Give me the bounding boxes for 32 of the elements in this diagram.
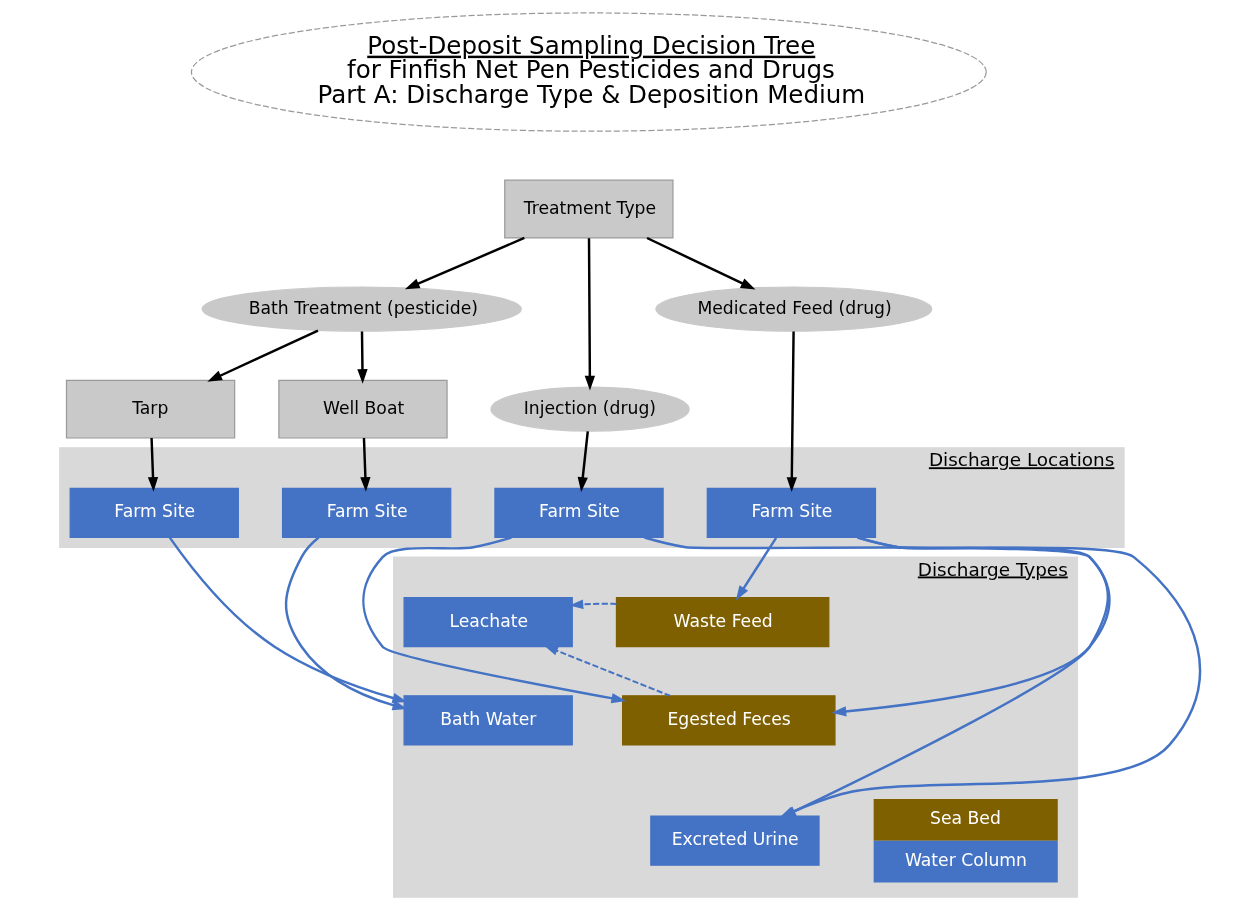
arrow: [569, 599, 618, 610]
arrow: [360, 438, 371, 492]
node-ellipse: Medicated Feed (drug): [655, 286, 933, 332]
node-box: Farm Site: [281, 487, 452, 539]
arrow: [404, 236, 525, 290]
node-box: Farm Site: [706, 487, 877, 539]
arrow: [147, 438, 159, 492]
arrow: [831, 536, 1111, 717]
arrow: [577, 431, 589, 492]
node-box: Bath Water: [403, 695, 573, 746]
node-ellipse: Bath Treatment (pesticide): [201, 286, 522, 332]
arrow: [207, 329, 319, 382]
arrow: [735, 537, 778, 601]
node-box: Tarp: [65, 379, 236, 439]
arrow: [584, 238, 596, 391]
node-ellipse: Injection (drug): [490, 386, 690, 432]
node-box: Well Boat: [278, 379, 448, 439]
node-box: Farm Site: [494, 487, 664, 539]
node-box: Farm Site: [69, 487, 239, 539]
node-box: Leachate: [403, 597, 573, 648]
arrow: [544, 645, 672, 697]
node-box: Egested Feces: [621, 695, 836, 746]
arrow: [646, 236, 756, 290]
node-box: Waste Feed: [615, 597, 830, 648]
arrow: [362, 536, 627, 704]
legend-label: Sea Bed: [930, 808, 1001, 829]
node-box: Treatment Type: [504, 179, 674, 239]
arrow: [357, 331, 368, 384]
node-ellipse: Post-Deposit Sampling Decision Tree for Finfish Net Pen Pesticides and Drugs Part A: Discharge Type & Deposition Medium: [190, 12, 987, 132]
legend-label: Water Column: [904, 850, 1027, 871]
arrow: [786, 331, 797, 493]
node-box: Excreted Urine: [650, 815, 820, 866]
